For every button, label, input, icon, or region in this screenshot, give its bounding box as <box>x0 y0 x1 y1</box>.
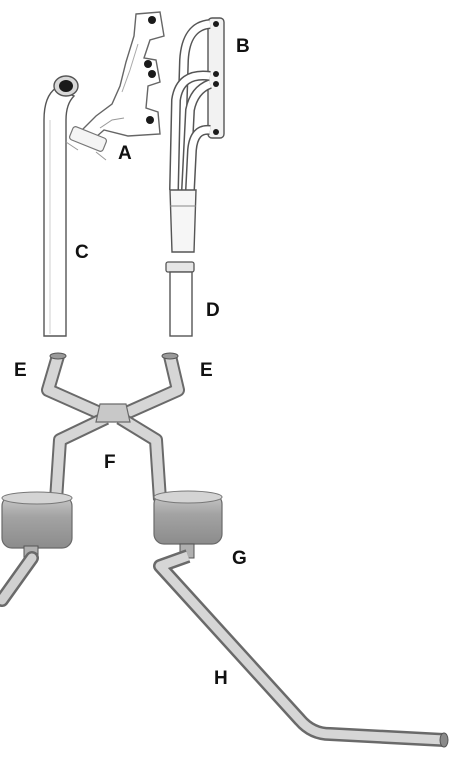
x-pipe-icon <box>48 353 178 500</box>
label-e-right: E <box>200 360 213 381</box>
collector-extension-icon <box>166 262 194 336</box>
muffler-icon <box>2 491 222 560</box>
label-f: F <box>104 452 116 473</box>
label-g: G <box>232 548 247 569</box>
tailpipe-icon <box>2 556 448 747</box>
header-icon <box>170 18 224 252</box>
head-pipe-icon <box>44 76 78 336</box>
label-c: C <box>75 242 89 263</box>
label-h: H <box>214 668 228 689</box>
label-a: A <box>118 143 132 164</box>
exhaust-manifold-icon <box>66 12 164 160</box>
label-b: B <box>236 36 250 57</box>
label-e-left: E <box>14 360 27 381</box>
label-d: D <box>206 300 220 321</box>
